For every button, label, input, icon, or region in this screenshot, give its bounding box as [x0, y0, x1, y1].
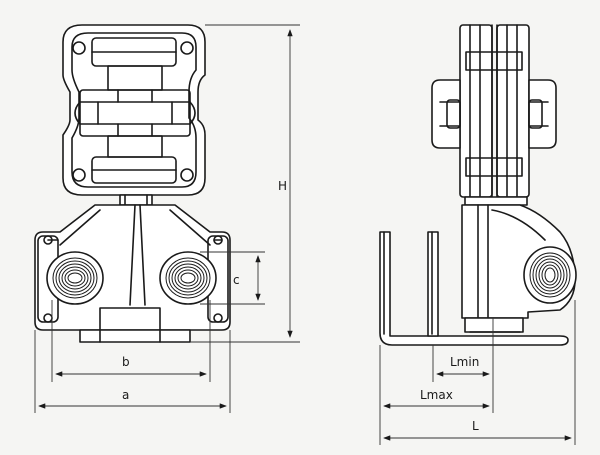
label-Lmax: Lmax: [420, 388, 453, 402]
dimension-b: b: [51, 300, 211, 382]
dimension-Lmax: Lmax: [379, 345, 494, 413]
front-clamp-body: [62, 24, 206, 206]
label-Lmin: Lmin: [450, 355, 479, 369]
dimension-c: c: [200, 251, 265, 305]
dimension-H: H: [190, 24, 300, 343]
label-c: c: [233, 273, 240, 287]
dimension-a: a: [34, 330, 231, 413]
front-threaded-port-left: [46, 251, 104, 305]
dimension-Lmin: Lmin: [432, 318, 494, 382]
dimension-L: L: [379, 300, 576, 445]
label-H: H: [278, 179, 287, 193]
label-a: a: [122, 388, 129, 402]
label-L: L: [472, 419, 479, 433]
front-view: H c b a: [34, 24, 300, 413]
side-view: Lmin Lmax L: [379, 24, 577, 445]
label-b: b: [122, 355, 130, 369]
side-threaded-port: [523, 246, 577, 304]
side-clamp-jaws: [431, 24, 557, 206]
side-mounting-bracket: [379, 231, 569, 346]
front-threaded-port-right: [159, 251, 217, 305]
